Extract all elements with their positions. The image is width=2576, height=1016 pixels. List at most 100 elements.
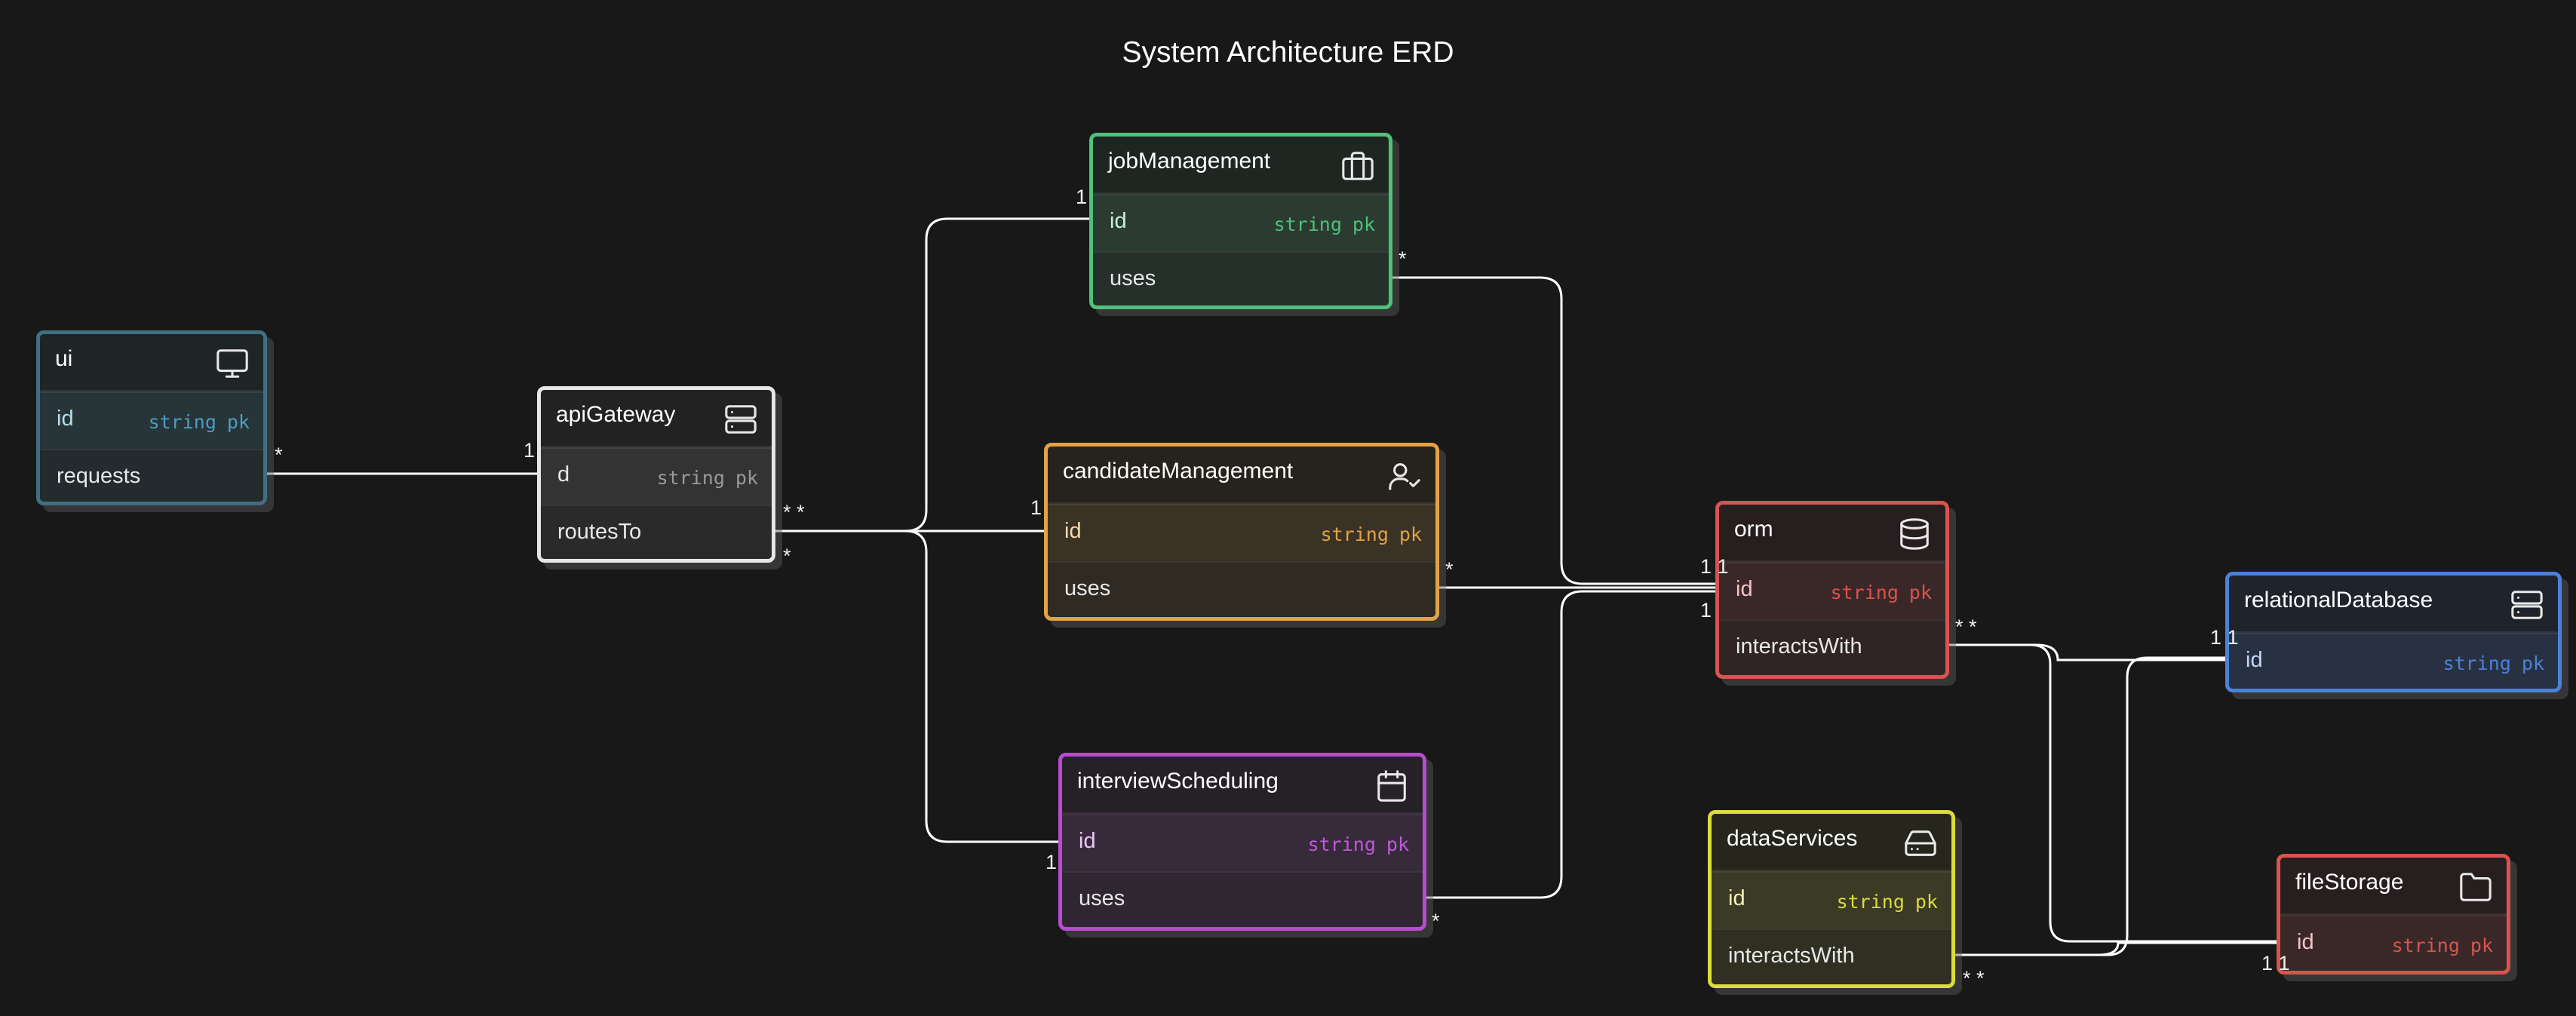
entity-header: interviewScheduling: [1062, 757, 1423, 814]
field-name: id: [1079, 829, 1096, 853]
cardinality-label: 1: [1030, 496, 1042, 519]
primary-key-badge: pk: [1399, 523, 1422, 545]
field-name: routesTo: [557, 520, 642, 544]
cardinality-label: * *: [783, 501, 805, 523]
edge-dataservices-relationaldatabase: [1948, 656, 2227, 956]
entity-name: jobManagement: [1108, 149, 1271, 173]
primary-key-badge: pk: [735, 467, 758, 489]
edge-apigateway-interviewscheduling: [769, 529, 1064, 843]
field-name: uses: [1079, 886, 1125, 910]
field-name: id: [57, 407, 74, 431]
cardinality-label: *: [1445, 558, 1454, 581]
entity-name: relationalDatabase: [2244, 588, 2433, 612]
field-row[interactable]: routesTo: [541, 505, 772, 559]
field-name: id: [2246, 648, 2263, 672]
edge-orm-filestorage: [1942, 643, 2280, 943]
edge-jobmanagement-orm: [1386, 276, 1720, 585]
field-name: uses: [1110, 266, 1156, 290]
field-row[interactable]: requests: [40, 449, 263, 502]
cardinality-label: *: [1399, 247, 1407, 270]
entity-name: dataServices: [1727, 826, 1858, 851]
database-icon: [1897, 517, 1932, 551]
calendar-icon: [1374, 769, 1409, 803]
entity-name: interviewScheduling: [1077, 769, 1279, 793]
cardinality-label: 1: [1700, 599, 1712, 622]
entity-header: apiGateway: [541, 390, 772, 447]
cardinality-label: *: [1432, 910, 1440, 932]
field-name: id: [1736, 577, 1753, 601]
field-name: id: [1110, 209, 1127, 233]
field-name: interactsWith: [1728, 944, 1855, 968]
entity-header: ui: [40, 334, 263, 391]
primary-key-badge: pk: [1908, 582, 1932, 603]
field-row[interactable]: interactsWith: [1719, 619, 1945, 675]
cardinality-label: 1 1: [2261, 952, 2290, 975]
entity-name: candidateManagement: [1063, 459, 1294, 483]
field-name: uses: [1064, 576, 1111, 600]
entity-header: jobManagement: [1093, 137, 1389, 194]
folder-icon: [2458, 870, 2493, 904]
server-icon: [723, 402, 758, 437]
cardinality-label: * *: [1963, 967, 1985, 990]
primary-key-badge: pk: [226, 411, 250, 433]
primary-key-badge: pk: [2521, 652, 2544, 674]
field-name: d: [557, 462, 570, 487]
edge-interviewscheduling-orm: [1421, 590, 1720, 899]
primary-key-badge: pk: [2470, 935, 2493, 956]
field-row[interactable]: uses: [1062, 871, 1423, 927]
briefcase-icon: [1340, 149, 1375, 183]
field-name: id: [2297, 930, 2314, 954]
field-name: id: [1064, 519, 1082, 543]
field-name: requests: [57, 464, 141, 488]
cardinality-label: 1 1: [2210, 626, 2239, 649]
entity-header: dataServices: [1712, 814, 1951, 871]
entity-header: fileStorage: [2280, 858, 2507, 915]
primary-key-badge: pk: [1352, 213, 1375, 235]
cardinality-label: 1 1: [1700, 555, 1729, 578]
diagram-title: System Architecture ERD: [1122, 36, 1454, 69]
entity-header: candidateManagement: [1048, 447, 1435, 504]
entity-name: ui: [55, 346, 73, 371]
cardinality-label: 1: [1045, 851, 1058, 873]
hard-drive-icon: [1903, 826, 1938, 861]
server-icon: [2510, 588, 2544, 622]
primary-key-badge: pk: [1386, 833, 1409, 855]
primary-key-badge: pk: [1914, 891, 1938, 913]
field-row[interactable]: uses: [1048, 561, 1435, 617]
field-row[interactable]: uses: [1093, 251, 1389, 305]
cardinality-label: *: [783, 545, 791, 567]
entity-name: orm: [1734, 517, 1773, 542]
field-row[interactable]: interactsWith: [1712, 929, 1951, 984]
entity-header: relationalDatabase: [2229, 576, 2558, 633]
field-name: id: [1728, 886, 1745, 910]
field-name: interactsWith: [1736, 634, 1862, 658]
entity-header: orm: [1719, 505, 1945, 562]
edge-apigateway-jobmanagement: [769, 217, 1093, 533]
edge-dataservices-filestorage: [1948, 941, 2280, 956]
cardinality-label: 1: [1076, 186, 1088, 208]
